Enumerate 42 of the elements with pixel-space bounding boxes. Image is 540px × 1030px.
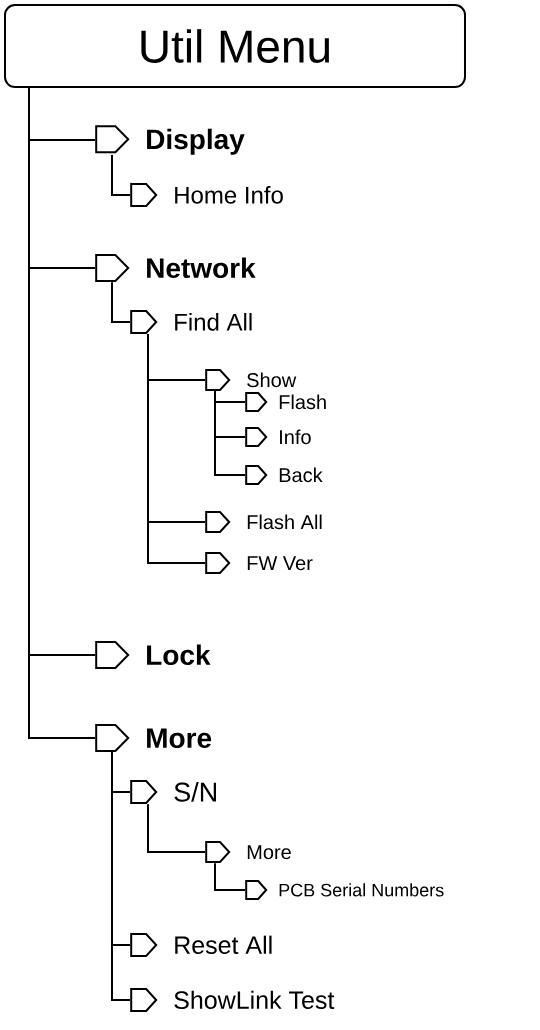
menu-item: FW Ver: [205, 552, 313, 574]
menu-item: Flash All: [205, 511, 322, 533]
menu-item: Info: [245, 427, 311, 447]
tree-connector: [147, 333, 206, 564]
menu-item: Find All: [130, 310, 252, 334]
tree-connector: [111, 751, 131, 1001]
node-label: Flash All: [247, 514, 322, 530]
tree-connector: [147, 803, 206, 853]
menu-item: Network: [95, 254, 256, 282]
menu-item: S/N: [130, 780, 216, 804]
tree-connector: [214, 862, 246, 891]
menu-item: PCB Serial Numbers: [245, 880, 444, 900]
node-label: PCB Serial Numbers: [279, 883, 444, 897]
node-label: Lock: [147, 644, 211, 666]
menu-item: Show: [205, 369, 297, 391]
menu-item: Back: [245, 465, 323, 485]
menu-item: Home Info: [130, 183, 283, 207]
menu-item: Reset All: [130, 933, 272, 957]
node-label: Display: [147, 128, 245, 155]
menu-item: Flash: [245, 392, 326, 412]
node-label: Network: [147, 257, 256, 279]
node-label: More: [247, 845, 291, 860]
node-label: Home Info: [175, 186, 283, 204]
node-label: Show: [247, 372, 297, 388]
tree-connector: [111, 281, 131, 323]
node-label: Reset All: [175, 935, 272, 954]
node-label: FW Ver: [247, 556, 313, 571]
node-label: ShowLink Test: [174, 990, 335, 1009]
menu-item: More: [95, 724, 212, 752]
menu-item: Lock: [95, 641, 211, 669]
menu-item: More: [205, 841, 291, 863]
node-label: Flash: [279, 394, 326, 410]
node-label: Back: [279, 467, 323, 483]
node-label: S/N: [174, 781, 217, 802]
node-label: Info: [280, 429, 311, 445]
tree-connector: [111, 154, 131, 196]
menu-item: ShowLink Test: [130, 988, 335, 1012]
menu-item: Display: [95, 125, 245, 155]
tree-connector: [214, 390, 246, 476]
node-label: More: [147, 728, 212, 749]
node-label: Find All: [175, 313, 252, 331]
menu-title-box: Util Menu: [4, 4, 466, 88]
